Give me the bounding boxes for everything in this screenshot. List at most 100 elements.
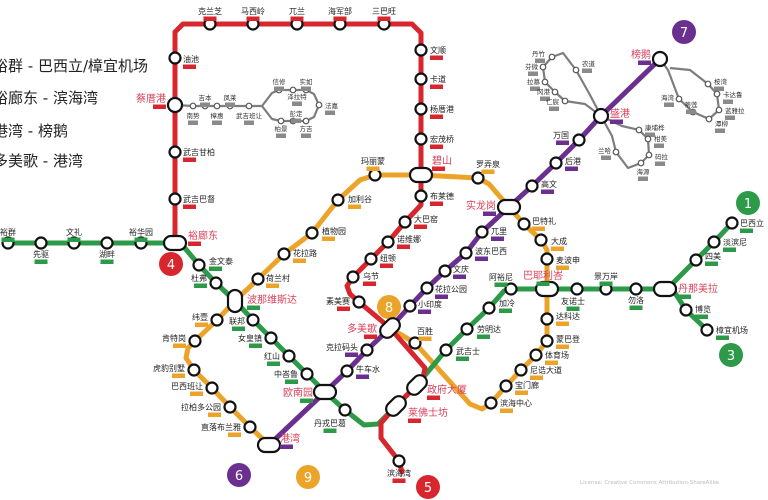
station-marker[interactable] <box>534 233 548 247</box>
station[interactable]: 潭柳 <box>705 115 728 133</box>
station-marker[interactable] <box>381 235 395 249</box>
station-marker[interactable] <box>539 63 547 71</box>
station[interactable]: 波东巴西 <box>459 246 508 261</box>
station-marker[interactable] <box>340 364 354 378</box>
station[interactable]: 裕廊东 <box>162 229 218 252</box>
station-marker[interactable] <box>414 102 428 116</box>
station-marker[interactable] <box>331 193 345 207</box>
station-marker[interactable] <box>460 322 474 336</box>
station-marker[interactable] <box>570 282 584 296</box>
station[interactable]: 滨海中心 <box>484 396 533 414</box>
line-badge-5[interactable]: 5 <box>416 475 440 499</box>
station-marker[interactable] <box>572 133 586 147</box>
station-marker[interactable] <box>637 159 645 167</box>
station[interactable]: 樟惠 <box>211 102 225 125</box>
station[interactable]: 湖畔 <box>99 236 115 265</box>
station[interactable]: 加利谷 <box>331 193 373 209</box>
interchange-marker[interactable] <box>256 436 282 454</box>
station-marker[interactable] <box>277 247 291 261</box>
station-marker[interactable] <box>551 88 559 96</box>
station-marker[interactable] <box>168 192 182 206</box>
interchange-marker[interactable] <box>377 315 402 340</box>
station[interactable]: 泽拉特 <box>287 86 307 106</box>
station[interactable]: 滨海湾 <box>387 454 411 484</box>
station[interactable]: 实龙岗 <box>466 198 522 216</box>
station[interactable]: 中峇鲁 <box>274 367 314 385</box>
station[interactable]: 兀里 <box>475 225 508 242</box>
station-marker[interactable] <box>251 272 265 286</box>
station-marker[interactable] <box>338 403 352 417</box>
station-marker[interactable] <box>675 95 683 103</box>
station[interactable]: 宝门廊 <box>499 379 540 395</box>
station[interactable]: 信修 <box>273 77 287 94</box>
station[interactable]: 玛丽蒙 <box>361 156 385 182</box>
station[interactable]: 纽顿 <box>364 252 397 268</box>
station-marker[interactable] <box>517 217 531 231</box>
station-marker[interactable] <box>189 102 197 110</box>
station[interactable]: 博览 <box>679 303 712 319</box>
station-marker[interactable] <box>305 226 319 240</box>
station[interactable]: 柏景 <box>275 117 289 138</box>
station-marker[interactable] <box>360 343 374 357</box>
station-marker[interactable] <box>635 126 643 134</box>
station-marker[interactable] <box>700 323 714 337</box>
station[interactable]: 素美赛 <box>326 295 366 311</box>
station[interactable]: 欧南园 <box>283 383 338 403</box>
station[interactable]: 阿裕尼 <box>489 272 518 296</box>
station[interactable]: 蔡厝港 <box>136 92 184 114</box>
interchange-marker[interactable] <box>404 372 429 397</box>
station[interactable]: 蓝雅拉 <box>715 106 745 120</box>
station-marker[interactable] <box>713 90 721 98</box>
station[interactable]: 杨厝港 <box>414 102 455 120</box>
station[interactable]: 罗弄泉 <box>471 159 501 185</box>
station[interactable]: 康埔桦 <box>635 123 665 137</box>
station[interactable]: 武吉巴督 <box>168 192 216 210</box>
station-marker[interactable] <box>540 334 554 348</box>
station[interactable]: 克兰芝 <box>198 6 222 31</box>
station[interactable]: 植物园 <box>305 226 347 241</box>
station-marker[interactable] <box>679 303 693 317</box>
station[interactable]: 景万岸 <box>594 272 618 296</box>
station-marker[interactable] <box>612 148 620 156</box>
station-marker[interactable] <box>540 312 554 326</box>
interchange-marker[interactable] <box>226 288 244 314</box>
station-marker[interactable] <box>540 252 554 266</box>
station[interactable]: 裕华园 <box>129 227 153 250</box>
station-marker[interactable] <box>689 253 703 267</box>
station-marker[interactable] <box>245 102 253 110</box>
station-marker[interactable] <box>715 106 723 114</box>
station[interactable]: 麦波申 <box>540 252 581 271</box>
station[interactable]: 卡达鲁 <box>713 90 743 104</box>
station[interactable]: 大巴窑 <box>398 214 439 229</box>
station[interactable]: 碧山 <box>408 155 452 184</box>
station[interactable]: 柑美 <box>644 134 668 148</box>
station[interactable]: 实如 <box>300 77 313 94</box>
station[interactable]: 四美 <box>689 251 722 267</box>
station[interactable]: 体育场 <box>529 348 570 366</box>
station-marker[interactable] <box>166 96 184 114</box>
station-marker[interactable] <box>629 282 643 296</box>
station-marker[interactable] <box>572 66 580 74</box>
station-marker[interactable] <box>302 117 310 125</box>
station[interactable]: 吉本 <box>199 93 213 110</box>
station-marker[interactable] <box>243 420 257 434</box>
station-marker[interactable] <box>403 299 417 313</box>
station-marker[interactable] <box>398 215 412 229</box>
station-marker[interactable] <box>364 252 378 266</box>
station[interactable]: 武吉甘柏 <box>168 145 216 163</box>
station-marker[interactable] <box>548 53 556 61</box>
station[interactable]: 勿洛 <box>628 282 644 311</box>
station-marker[interactable] <box>205 381 219 395</box>
station[interactable]: 文庆 <box>438 264 470 279</box>
station[interactable]: 桉湾 <box>704 77 728 91</box>
station-marker[interactable] <box>246 313 260 327</box>
station-marker[interactable] <box>561 97 569 105</box>
station-marker[interactable] <box>651 50 669 68</box>
station[interactable]: 纬壹 <box>192 312 224 327</box>
station[interactable]: 南势 <box>187 102 201 125</box>
station[interactable]: 花拉公园 <box>420 281 468 300</box>
station[interactable]: 虎豹别墅 <box>153 363 201 378</box>
station-marker[interactable] <box>277 117 285 125</box>
station-marker[interactable] <box>192 258 206 272</box>
station[interactable]: 丹竹 <box>532 49 556 63</box>
